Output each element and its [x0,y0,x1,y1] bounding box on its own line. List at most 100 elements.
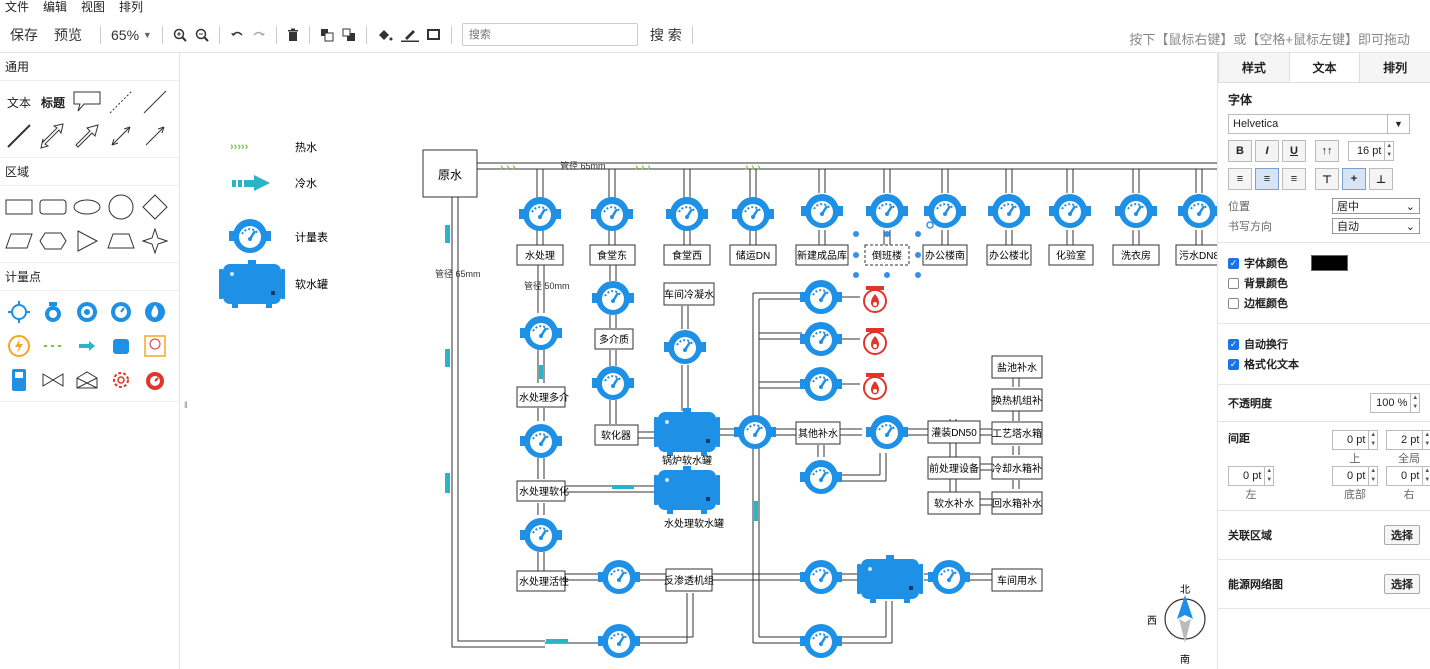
node-box[interactable] [991,568,1043,592]
meter-icon[interactable] [799,192,845,230]
bold-button[interactable]: B [1228,140,1252,162]
node-box[interactable] [991,355,1043,379]
font-family-select[interactable]: Helvetica ▼ [1228,114,1410,134]
spacing-right-input[interactable]: 0 pt▲▼ [1386,466,1430,486]
node-box[interactable] [795,244,849,266]
meter-icon[interactable] [517,195,563,233]
node-box[interactable] [1112,244,1160,266]
hot-water-flow-icon[interactable] [38,331,68,361]
zoom-in-icon[interactable] [169,22,191,48]
pressure-gauge-icon[interactable] [140,365,170,395]
align-middle-icon[interactable]: + [1342,168,1366,190]
trapezoid-icon[interactable] [106,226,136,256]
ellipse-icon[interactable] [72,192,102,222]
checkbox-checked-icon[interactable]: ✓ [1228,257,1239,269]
gas-meter-icon[interactable] [72,297,102,327]
trash-icon[interactable] [283,22,303,48]
border-color-option[interactable]: 边框颜色 [1228,295,1420,311]
meter-icon[interactable] [730,195,776,233]
node-box[interactable] [589,244,636,266]
vertical-text-button[interactable]: ↑↑ [1315,140,1339,162]
spacing-left-input[interactable]: 0 pt▲▼ [1228,466,1274,486]
writing-direction-select[interactable]: 自动⌄ [1332,218,1420,234]
tab-text[interactable]: 文本 [1288,53,1360,82]
double-arrow-icon[interactable] [38,121,68,151]
tab-style[interactable]: 样式 [1218,53,1289,82]
meter-icon[interactable] [1047,192,1093,230]
node-box[interactable] [1175,244,1217,266]
spinner-icon[interactable]: ▲▼ [1422,431,1430,449]
meter-icon[interactable] [798,458,844,496]
spinner-icon[interactable]: ▲▼ [1410,394,1419,412]
redo-icon[interactable] [248,22,270,48]
selected-node-box[interactable] [864,244,910,266]
dotted-line-icon[interactable] [106,87,136,117]
heat-exchanger-icon[interactable] [72,365,102,395]
electric-meter-icon[interactable] [4,331,34,361]
checkbox-icon[interactable] [1228,277,1239,289]
node-box[interactable] [594,328,634,350]
panel-splitter[interactable]: ‖ [184,400,188,410]
meter-icon[interactable] [1113,192,1159,230]
spinner-icon[interactable]: ▲▼ [1368,467,1377,485]
node-box[interactable] [922,244,968,266]
text-shape[interactable]: 文本 [4,87,34,117]
parallelogram-icon[interactable] [4,226,34,256]
hexagon-icon[interactable] [38,226,68,256]
network-select-button[interactable]: 选择 [1384,574,1420,594]
block-arrow-icon[interactable] [72,121,102,151]
auto-wrap-option[interactable]: ✓自动换行 [1228,336,1420,352]
spacing-bottom-input[interactable]: 0 pt▲▼ [1332,466,1378,486]
spinner-icon[interactable]: ▲▼ [1422,467,1430,485]
meter-icon[interactable] [864,192,910,230]
node-box[interactable] [927,491,981,515]
node-box[interactable] [665,568,713,592]
node-box[interactable] [663,282,715,306]
bg-color-option[interactable]: 背景颜色 [1228,275,1420,291]
palette-section-general[interactable]: 通用 [0,53,179,81]
meter-icon[interactable] [1176,192,1217,230]
thick-line-icon[interactable] [4,121,34,151]
circle-icon[interactable] [106,192,136,222]
align-bottom-icon[interactable]: ⊥ [1369,168,1393,190]
meter-icon[interactable] [986,192,1032,230]
raw-water-node[interactable] [422,149,478,198]
node-box[interactable] [991,421,1043,445]
butterfly-valve-icon[interactable] [38,365,68,395]
format-text-option[interactable]: ✓格式化文本 [1228,356,1420,372]
flow-meter-icon[interactable] [106,297,136,327]
node-box[interactable] [663,244,711,266]
align-top-icon[interactable]: ⊤ [1315,168,1339,190]
fire-alarm-icon[interactable] [863,372,887,400]
meter-icon[interactable] [798,278,844,316]
palette-section-meter[interactable]: 计量点 [0,263,179,291]
fire-alarm-icon[interactable] [863,327,887,355]
meter-icon[interactable] [596,558,642,596]
meter-icon[interactable] [798,622,844,660]
menu-view[interactable]: 视图 [81,0,106,14]
meter-icon[interactable] [518,422,564,460]
checkbox-icon[interactable] [1228,297,1239,309]
search-input[interactable] [461,23,638,46]
rectangle-icon[interactable] [4,192,34,222]
menu-file[interactable]: 文件 [5,0,30,14]
callout-shape-icon[interactable] [72,87,102,117]
zoom-out-icon[interactable] [191,22,213,48]
gear-icon[interactable] [106,365,136,395]
link-area-select-button[interactable]: 选择 [1384,525,1420,545]
meter-icon[interactable] [589,195,635,233]
font-color-swatch[interactable] [1311,255,1348,271]
undo-icon[interactable] [226,22,248,48]
meter-icon[interactable] [732,413,778,451]
triangle-icon[interactable] [72,226,102,256]
node-box[interactable] [516,244,564,266]
diamond-icon[interactable] [140,192,170,222]
tab-arrange[interactable]: 排列 [1359,53,1430,82]
checkbox-checked-icon[interactable]: ✓ [1228,338,1239,350]
menu-edit[interactable]: 编辑 [43,0,68,14]
italic-button[interactable]: I [1255,140,1279,162]
rounded-rectangle-icon[interactable] [38,192,68,222]
meter-icon[interactable] [798,558,844,596]
bidirectional-arrow-icon[interactable] [106,121,136,151]
align-right-icon[interactable]: ≡ [1282,168,1306,190]
